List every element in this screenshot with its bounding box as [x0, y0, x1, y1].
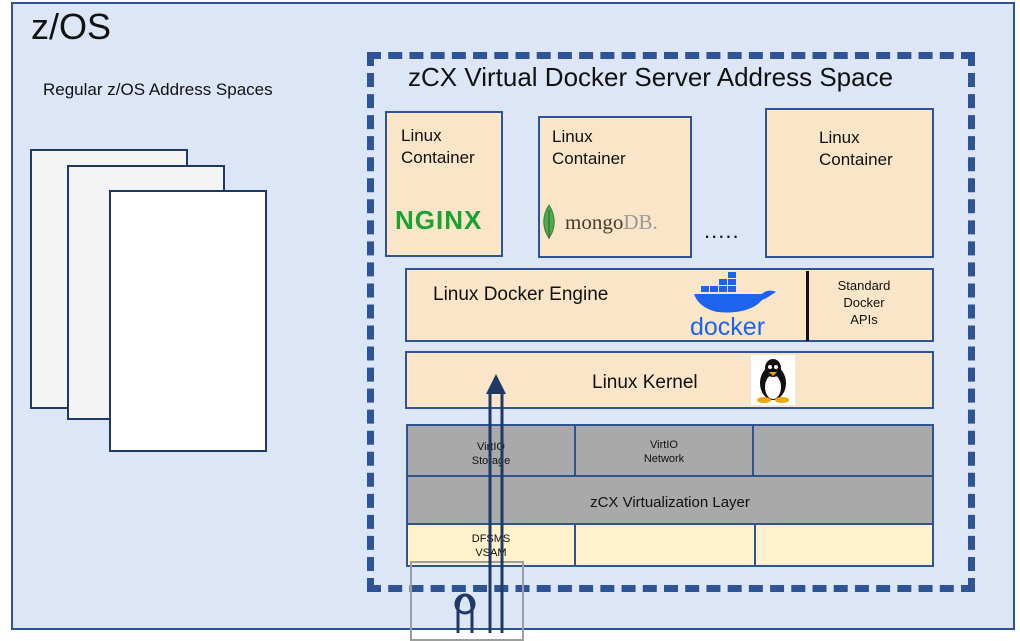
zos-title: z/OS	[31, 6, 112, 47]
connection-arrow	[454, 374, 506, 633]
nginx-logo: NGINX	[395, 205, 483, 235]
virtio-network-cell: VirtIO Network	[574, 424, 754, 477]
api-label-line3: APIs	[850, 311, 878, 327]
container-label-line2: Container	[819, 150, 893, 170]
virtio-empty-cell	[752, 424, 934, 477]
mongodb-leaf-icon	[543, 204, 555, 239]
storage-empty-cell-1	[574, 523, 756, 567]
container-label-line1: Linux	[819, 128, 860, 147]
more-containers-ellipsis: .....	[704, 218, 740, 243]
standard-docker-apis-label: Standard Docker APIs	[812, 278, 916, 329]
storage-empty-cell-2	[754, 523, 934, 567]
virtio-network-line2: Network	[643, 453, 685, 466]
api-label-line2: Docker	[843, 294, 885, 310]
linux-container-nginx: Linux Container	[385, 111, 503, 257]
linux-kernel-label: Linux Kernel	[592, 372, 698, 393]
zcx-address-space-boundary	[367, 52, 975, 592]
container-label-line2: Container	[401, 148, 475, 168]
api-label-line1: Standard	[837, 278, 891, 293]
mongodb-logo-main: mongo	[565, 210, 624, 234]
container-label-line2: Container	[552, 149, 626, 169]
docker-api-divider	[806, 271, 809, 341]
docker-logo-text: docker	[690, 313, 766, 341]
virtio-network-line1: VirtIO	[650, 439, 678, 451]
docker-engine-layer	[405, 268, 934, 342]
regular-address-spaces-label: Regular z/OS Address Spaces	[43, 80, 273, 99]
mongodb-logo: mongoDB.	[565, 210, 658, 235]
linux-container-mongodb: Linux Container	[538, 116, 692, 258]
zcx-virtualization-layer	[406, 475, 934, 525]
zcx-title: zCX Virtual Docker Server Address Space	[408, 62, 894, 92]
linux-container-generic: Linux Container	[765, 108, 934, 258]
zcx-virtualization-label: zCX Virtualization Layer	[590, 494, 750, 511]
address-space-page-front	[109, 190, 267, 452]
container-label-line1: Linux	[401, 126, 442, 145]
docker-whale-icon	[694, 272, 776, 313]
mongodb-logo-suffix: DB.	[623, 210, 658, 234]
docker-engine-label: Linux Docker Engine	[433, 284, 609, 305]
container-label-line1: Linux	[552, 127, 593, 146]
tux-penguin-icon	[751, 355, 795, 405]
